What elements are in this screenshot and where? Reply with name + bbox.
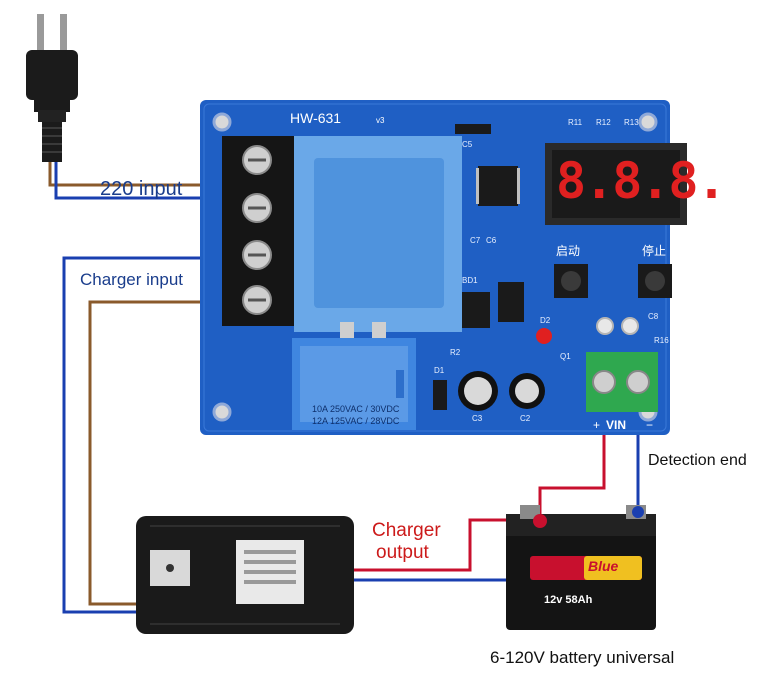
- battery-spec: 12v 58Ah: [544, 594, 593, 606]
- charger-input-wire-blue: [62, 256, 240, 614]
- silk-c5: C5: [462, 140, 473, 149]
- capacitor-c3: [458, 371, 498, 411]
- ac-input-label: 220 input: [100, 178, 183, 200]
- board-version: v3: [376, 116, 385, 125]
- stop-push-button[interactable]: [638, 264, 672, 298]
- start-push-button[interactable]: [554, 264, 588, 298]
- start-button-label: 启动: [556, 244, 581, 258]
- charger-output-wire-red: [350, 518, 525, 572]
- stop-button-label: 停止: [642, 244, 667, 258]
- silk-r16: R16: [654, 336, 669, 345]
- bridge-rectifier: [462, 292, 490, 328]
- relay-rating-1: 10A 250VAC / 30VDC: [312, 404, 400, 414]
- silk-r2: R2: [450, 348, 461, 357]
- silk-c8: C8: [648, 312, 659, 321]
- charger-output-label-line1: Charger: [372, 520, 441, 541]
- vin-label: VIN: [606, 418, 627, 432]
- relay: [292, 338, 416, 430]
- wires: [48, 162, 642, 614]
- ac-wire-blue: [54, 162, 230, 200]
- power-plug-icon: [26, 14, 78, 162]
- silk-q1: Q1: [560, 352, 571, 361]
- vin-wire-red: [538, 418, 606, 515]
- vin-terminal: [586, 352, 658, 412]
- silk-c3: C3: [472, 414, 483, 423]
- ic-chip: [478, 166, 518, 206]
- pcb-board: [200, 100, 687, 435]
- silk-d2: D2: [540, 316, 551, 325]
- relay-rating-2: 12A 125VAC / 28VDC: [312, 416, 400, 426]
- seven-segment-display: [545, 143, 687, 225]
- silk-c2: C2: [520, 414, 531, 423]
- mounting-holes: [212, 112, 658, 422]
- silk-c6: C6: [486, 236, 497, 245]
- charger-input-wire-brown: [88, 300, 240, 606]
- silk-c7: C7: [470, 236, 481, 245]
- silk-d1: D1: [434, 366, 445, 375]
- silk-r12: R12: [596, 118, 611, 127]
- charger-adapter-icon: [136, 516, 354, 634]
- battery-caption: 6-120V battery universal: [490, 648, 675, 667]
- display-digits: 8.8.8.: [556, 152, 727, 210]
- battery-brand: Blue: [588, 558, 619, 574]
- screw-terminal-block: [222, 136, 294, 326]
- diode-d1: [433, 380, 447, 410]
- vin-plus-label: +: [593, 418, 601, 432]
- car-battery-icon: [506, 505, 656, 630]
- detection-end-label: Detection end: [648, 452, 747, 469]
- board-model: HW-631: [290, 110, 342, 126]
- transistor: [498, 282, 524, 322]
- silk-r11: R11: [568, 118, 583, 127]
- capacitor-c2: [509, 373, 545, 409]
- led-d2: [536, 328, 552, 344]
- charger-output-label-line2: output: [376, 542, 429, 563]
- transformer: [294, 136, 462, 340]
- charger-input-label: Charger input: [80, 270, 184, 289]
- silk-r13: R13: [624, 118, 639, 127]
- ac-wire-brown: [48, 162, 230, 187]
- vin-minus-label: −: [646, 418, 654, 432]
- silk-bd1: BD1: [462, 276, 478, 285]
